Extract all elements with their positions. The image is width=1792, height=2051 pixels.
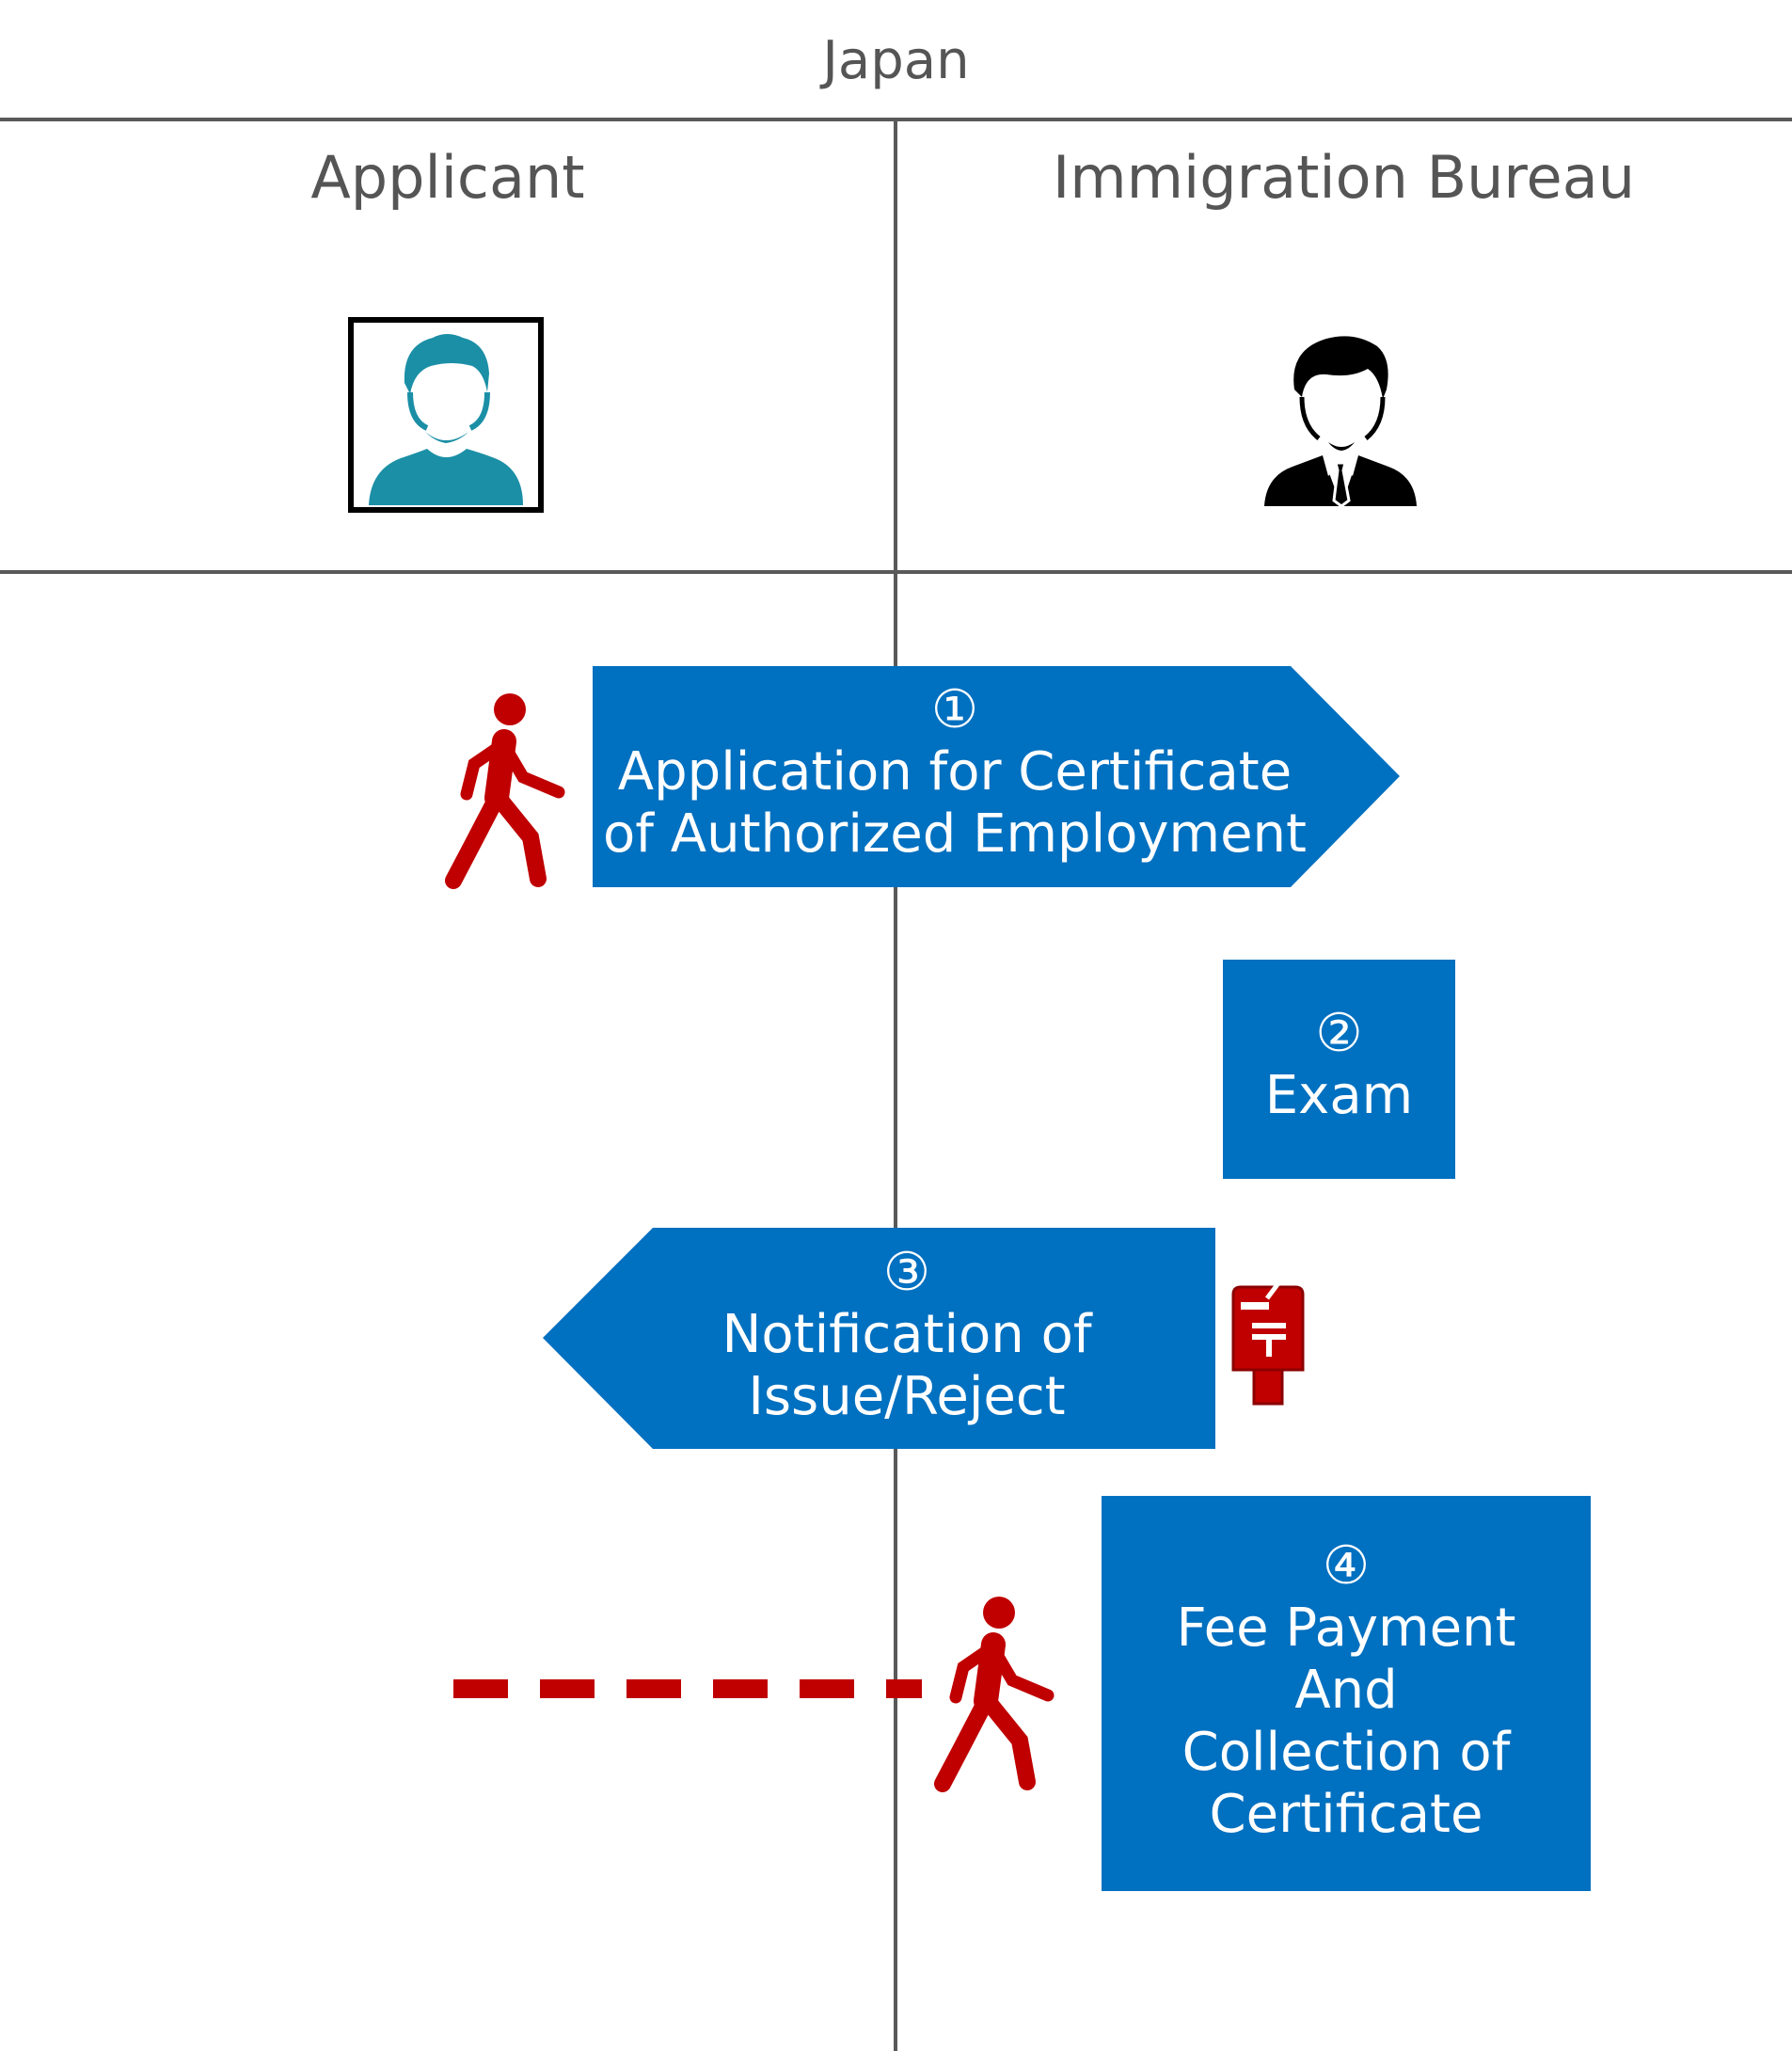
step-3-line-2: Issue/Reject — [748, 1366, 1066, 1427]
country-title: Japan — [822, 30, 970, 91]
step-1-number: ① — [930, 679, 979, 740]
step-3-line-1: Notification of — [722, 1304, 1092, 1365]
mailbox-icon — [1231, 1281, 1305, 1406]
step-1-line-1: Application for Certificate — [617, 741, 1292, 803]
step-2-number: ② — [1315, 1003, 1363, 1064]
step-2-line-1: Exam — [1264, 1065, 1414, 1126]
step-4-box — [1102, 1496, 1591, 1891]
step-3-number: ③ — [882, 1242, 931, 1303]
step-4-line-3: Collection of — [1181, 1722, 1511, 1783]
step-4-number: ④ — [1322, 1535, 1371, 1597]
step-1-label: ① Application for Certificate of Authori… — [593, 679, 1317, 866]
dashed-path-line — [453, 1679, 922, 1698]
immigration-bureau-column-title: Immigration Bureau — [1052, 143, 1635, 212]
step-4-line-4: Certificate — [1209, 1784, 1483, 1845]
step-4-label: ④ Fee Payment And Collection of Certific… — [1102, 1535, 1591, 1846]
officer-icon — [1264, 336, 1417, 508]
step-2-box — [1223, 960, 1455, 1179]
step-3-arrow — [543, 1228, 1215, 1449]
walking-person-icon — [445, 693, 565, 889]
step-4-line-1: Fee Payment — [1176, 1598, 1516, 1659]
step-1-line-2: of Authorized Employment — [603, 803, 1307, 865]
applicant-column-title: Applicant — [310, 143, 585, 212]
applicant-avatar-icon — [348, 317, 544, 513]
step-4-line-2: And — [1294, 1660, 1398, 1721]
step-2-label: ② Exam — [1223, 1003, 1455, 1127]
step-3-label: ③ Notification of Issue/Reject — [640, 1242, 1174, 1428]
walking-person-icon — [934, 1597, 1055, 1792]
step-1-arrow — [593, 666, 1400, 887]
